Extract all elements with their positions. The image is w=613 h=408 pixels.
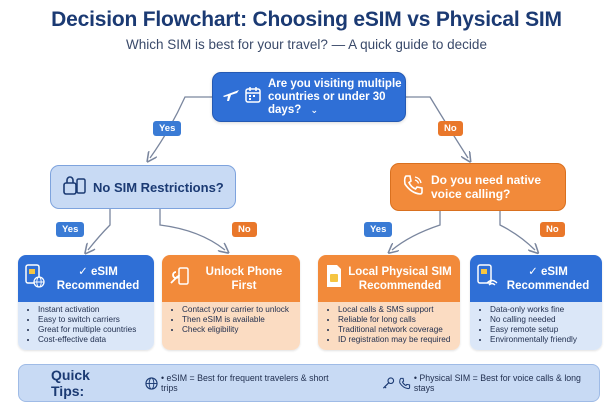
quick-tips-bar: Quick Tips: • eSIM = Best for frequent t… [18, 364, 600, 402]
outcome-1-subtitle: Recommended [56, 279, 140, 292]
page-subtitle: Which SIM is best for your travel? — A q… [126, 37, 487, 52]
outcome-unlock-phone: Unlock Phone First Contact your carrier … [162, 255, 300, 350]
list-item: Environmentally friendly [490, 335, 596, 345]
quick-tip-physical: • Physical SIM = Best for voice calls & … [413, 373, 581, 393]
key-icon [381, 376, 395, 390]
esim-globe-icon [24, 263, 46, 294]
outcome-3-title: Local Physical SIM [348, 265, 452, 278]
list-item: Instant activation [38, 305, 148, 315]
list-item: Easy remote setup [490, 325, 596, 335]
branch-left-yes: Yes [56, 222, 85, 237]
sim-card-icon [324, 263, 344, 294]
list-item: Data-only works fine [490, 305, 596, 315]
esim-wifi-icon [476, 263, 498, 294]
phone-icon [401, 173, 425, 202]
outcome-4-title: ✓ eSIM [528, 265, 568, 278]
branch-right-yes: Yes [364, 222, 393, 237]
question-top: Are you visiting multiple countries or u… [212, 72, 406, 122]
question-right-line2: voice calling? [431, 187, 511, 201]
list-item: Cost-effective data [38, 335, 148, 345]
quick-tips-label: Quick Tips: [51, 367, 90, 399]
outcome-4-subtitle: Recommended [506, 279, 590, 292]
phone-icon [398, 377, 411, 390]
list-item: Reliable for long calls [338, 315, 454, 325]
chevron-down-icon: ⌄ [310, 104, 318, 115]
list-item: Traditional network coverage [338, 325, 454, 335]
calendar-icon [244, 86, 262, 109]
connector-left-yes [88, 209, 111, 250]
question-top-line1: Are you visiting multiple [268, 77, 402, 90]
list-item: Contact your carrier to unlock [182, 305, 294, 315]
page-title: Decision Flowchart: Choosing eSIM vs Phy… [51, 8, 562, 31]
list-item: Local calls & SMS support [338, 305, 454, 315]
connector-left-no [159, 209, 225, 250]
question-left: No SIM Restrictions? [50, 165, 236, 209]
list-item: ID registration may be required [338, 335, 454, 345]
outcome-esim-1: ✓ eSIM Recommended Instant activation Ea… [18, 255, 154, 350]
list-item: Great for multiple countries [38, 325, 148, 335]
branch-top-yes: Yes [153, 121, 182, 136]
outcome-3-subtitle: Recommended [358, 279, 442, 292]
question-left-text: No SIM Restrictions? [93, 179, 224, 195]
outcome-physical-sim: Local Physical SIM Recommended Local cal… [318, 255, 460, 350]
branch-left-no: No [232, 222, 257, 237]
lock-icon [61, 174, 87, 201]
question-right-line1: Do you need native [431, 173, 542, 187]
question-right: Do you need native voice calling? [390, 163, 566, 211]
airplane-icon [221, 86, 241, 109]
outcome-1-title: ✓ eSIM [78, 265, 118, 278]
list-item: No calling needed [490, 315, 596, 325]
list-item: Easy to switch carriers [38, 315, 148, 325]
globe-icon [145, 376, 158, 390]
list-item: Then eSIM is available [182, 315, 294, 325]
question-top-line2: countries or under 30 [268, 90, 386, 103]
branch-right-no: No [540, 222, 565, 237]
list-item: Check eligibility [182, 325, 294, 335]
quick-tip-esim: • eSIM = Best for frequent travelers & s… [161, 373, 329, 393]
branch-top-no: No [438, 121, 463, 136]
question-top-line3: days? [268, 103, 302, 116]
outcome-esim-2: ✓ eSIM Recommended Data-only works fine … [470, 255, 602, 350]
wrench-phone-icon [168, 264, 192, 293]
connector-right-no [499, 211, 535, 250]
outcome-2-title: Unlock Phone First [205, 265, 283, 292]
connector-right-yes [392, 211, 441, 250]
